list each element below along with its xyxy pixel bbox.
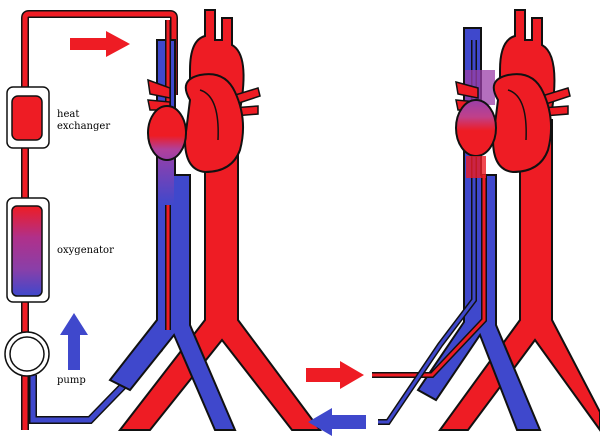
heart bbox=[183, 73, 245, 174]
left-heart-vessels bbox=[108, 9, 322, 431]
arrow-right-icon bbox=[306, 361, 364, 389]
heat-exchanger: heat exchanger bbox=[6, 86, 110, 149]
pump: pump bbox=[4, 331, 86, 386]
oxygenator: oxygenator bbox=[6, 197, 114, 303]
pump-label: pump bbox=[57, 375, 86, 386]
heart-right bbox=[491, 73, 553, 174]
right-atrium bbox=[147, 105, 187, 161]
heat-exchanger-label-2: exchanger bbox=[57, 121, 110, 132]
right-atrium-2 bbox=[455, 99, 497, 157]
heat-exchanger-label: heat bbox=[57, 109, 79, 120]
arrow-right-icon bbox=[70, 31, 130, 57]
arrow-up-icon bbox=[60, 313, 88, 370]
right-heart-vessels bbox=[372, 9, 600, 432]
arrow-left-icon bbox=[308, 408, 366, 436]
oxygenator-label: oxygenator bbox=[57, 245, 114, 256]
